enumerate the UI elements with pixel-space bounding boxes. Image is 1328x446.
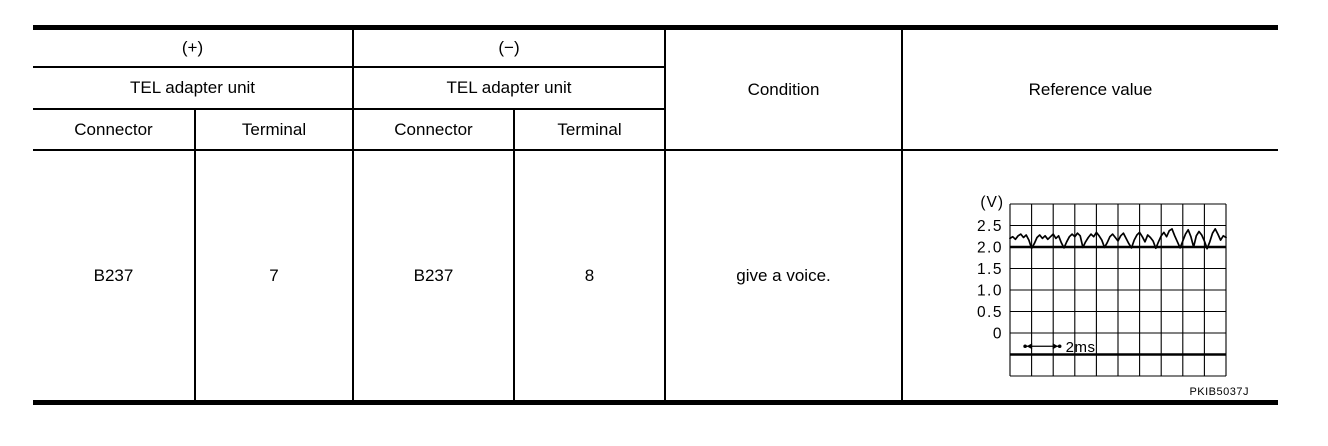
reference-value-header: Reference value (901, 27, 1278, 151)
plus-terminal-value: 7 (194, 149, 354, 403)
waveform-chart: (V) 2.5 2.0 1.5 1.0 0.5 0 2ms (938, 190, 1249, 385)
svg-text:2.5: 2.5 (976, 218, 1002, 235)
svg-text:0: 0 (992, 326, 1002, 343)
plus-connector-header: Connector (33, 108, 196, 151)
svg-text:1.0: 1.0 (976, 283, 1002, 300)
minus-connector-value: B237 (352, 149, 515, 403)
plus-unit-header: TEL adapter unit (33, 66, 354, 110)
minus-unit-header: TEL adapter unit (352, 66, 666, 110)
reference-value-cell: (V) 2.5 2.0 1.5 1.0 0.5 0 2ms PKIB5037J (901, 149, 1278, 403)
svg-text:2ms: 2ms (1065, 339, 1095, 356)
svg-text:1.5: 1.5 (976, 261, 1002, 278)
terminal-spec-table: (+) (−) Condition Reference value TEL ad… (33, 25, 1278, 405)
table-row: B237 7 B237 8 give a voice. (V) 2.5 2.0 1.5… (33, 149, 1278, 403)
plus-terminal-header: Terminal (194, 108, 354, 151)
minus-terminal-header: Terminal (513, 108, 666, 151)
plus-connector-value: B237 (33, 149, 196, 403)
svg-text:0.5: 0.5 (976, 304, 1002, 321)
minus-connector-header: Connector (352, 108, 515, 151)
figure-code: PKIB5037J (1189, 386, 1249, 398)
oscilloscope-figure: (V) 2.5 2.0 1.5 1.0 0.5 0 2ms PKIB5037J (938, 190, 1249, 398)
polarity-plus-header: (+) (33, 27, 354, 68)
condition-value: give a voice. (664, 149, 903, 403)
condition-header: Condition (664, 27, 903, 151)
polarity-minus-header: (−) (352, 27, 666, 68)
svg-text:(V): (V) (980, 194, 1004, 211)
minus-terminal-value: 8 (513, 149, 666, 403)
svg-text:2.0: 2.0 (976, 240, 1002, 257)
